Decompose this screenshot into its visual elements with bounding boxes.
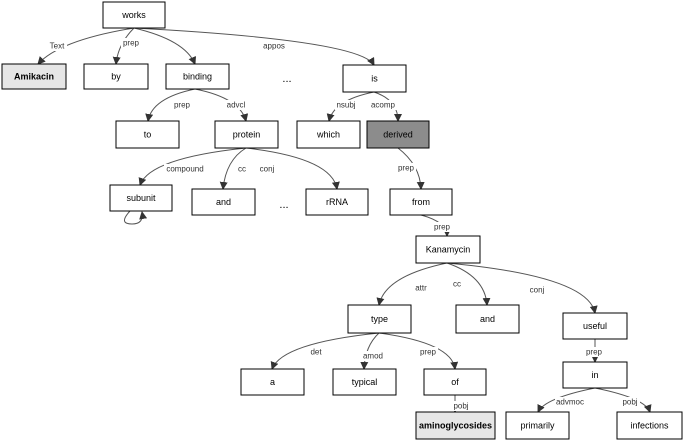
- edge-type-of: [378, 332, 459, 370]
- node-in: in: [562, 361, 628, 389]
- edge-kanamycin-and: [446, 262, 491, 306]
- node-subunit: subunit: [109, 184, 173, 212]
- node-type: type: [347, 304, 412, 334]
- svg-text:Kanamycin: Kanamycin: [426, 245, 471, 255]
- svg-text:which: which: [316, 130, 340, 140]
- edge-subunit-self: [124, 210, 148, 225]
- node-which: which: [296, 120, 361, 149]
- node-to: to: [115, 120, 180, 149]
- node-binding: binding: [165, 63, 230, 90]
- node-useful: useful: [562, 312, 628, 340]
- edge-protein-and: [219, 147, 247, 190]
- svg-text:and: and: [216, 197, 231, 207]
- node-aminoglycosides: aminoglycosides: [415, 411, 496, 440]
- svg-text:typical: typical: [352, 377, 378, 387]
- edge-label-amod: amod: [363, 352, 383, 361]
- edge-label-det: det: [310, 348, 322, 357]
- svg-text:useful: useful: [583, 321, 607, 331]
- node-and-1: and: [191, 188, 256, 216]
- node-of: of: [423, 368, 487, 396]
- node-derived: derived: [366, 120, 430, 149]
- svg-text:binding: binding: [183, 72, 212, 82]
- edge-label-compound: compound: [166, 165, 203, 174]
- edge-label-pobj: pobj: [453, 402, 468, 411]
- node-amikacin: Amikacin: [1, 63, 67, 90]
- edge-works-amikacin: [37, 27, 135, 65]
- node-works: works: [102, 1, 166, 29]
- node-and-2: and: [455, 304, 520, 334]
- edge-label-cc: cc: [453, 280, 461, 289]
- svg-text:in: in: [591, 370, 598, 380]
- node-kanamycin: Kanamycin: [415, 235, 481, 264]
- edge-works-is: [133, 27, 375, 66]
- edge-label-advcl: advcl: [227, 101, 246, 110]
- edge-works-binding: [133, 27, 196, 65]
- node-infections: infections: [616, 411, 683, 440]
- node-is: is: [342, 64, 407, 93]
- node-primarily: primarily: [505, 411, 570, 440]
- edge-label-conj: conj: [530, 286, 545, 295]
- ellipsis: ...: [282, 73, 291, 85]
- edge-type-typical: [360, 332, 380, 370]
- edge-label-prep: prep: [174, 101, 191, 110]
- edge-label-text: Text: [50, 42, 65, 51]
- edge-label-nsubj: nsubj: [336, 101, 355, 110]
- svg-text:of: of: [451, 377, 459, 387]
- svg-text:and: and: [480, 314, 495, 324]
- svg-text:derived: derived: [383, 130, 413, 140]
- edge-label-prep: prep: [434, 223, 451, 232]
- node-by: by: [83, 63, 149, 90]
- svg-text:infections: infections: [630, 421, 669, 431]
- svg-text:subunit: subunit: [126, 193, 156, 203]
- node-rrna: rRNA: [305, 188, 369, 216]
- edge-label-prep: prep: [586, 348, 603, 357]
- edge-labels: Text prep appos prep advcl nsubj acomp c…: [47, 38, 640, 411]
- svg-text:protein: protein: [233, 130, 261, 140]
- edge-kanamycin-type: [376, 262, 448, 306]
- svg-text:by: by: [111, 72, 121, 82]
- edge-label-advmod: advmoc: [556, 398, 584, 407]
- edge-label-conj: conj: [260, 165, 275, 174]
- ellipsis: ...: [279, 199, 288, 211]
- edge-label-prep: prep: [420, 348, 437, 357]
- edge-type-a: [270, 332, 380, 370]
- edge-protein-rrna: [245, 147, 340, 190]
- edge-label-appos: appos: [263, 42, 285, 51]
- edge-label-cc: cc: [238, 165, 246, 174]
- svg-text:primarily: primarily: [520, 421, 555, 431]
- svg-text:Amikacin: Amikacin: [14, 72, 54, 82]
- edge-kanamycin-useful: [446, 262, 598, 314]
- svg-text:rRNA: rRNA: [326, 197, 348, 207]
- node-typical: typical: [332, 368, 397, 396]
- edge-label-prep: prep: [398, 164, 415, 173]
- svg-text:a: a: [270, 377, 275, 387]
- svg-text:aminoglycosides: aminoglycosides: [419, 421, 492, 431]
- svg-text:is: is: [371, 74, 378, 84]
- node-a: a: [240, 368, 305, 396]
- edge-label-prep: prep: [123, 39, 140, 48]
- svg-text:from: from: [412, 197, 430, 207]
- edge-label-attr: attr: [415, 284, 427, 293]
- edge-label-pobj: pobj: [622, 398, 637, 407]
- edge-binding-to: [145, 88, 196, 122]
- svg-text:works: works: [121, 10, 146, 20]
- svg-text:to: to: [144, 130, 152, 140]
- edge-protein-subunit: [138, 147, 247, 186]
- node-protein: protein: [214, 120, 279, 149]
- svg-text:type: type: [371, 314, 388, 324]
- edge-label-acomp: acomp: [371, 101, 396, 110]
- node-from: from: [389, 188, 453, 216]
